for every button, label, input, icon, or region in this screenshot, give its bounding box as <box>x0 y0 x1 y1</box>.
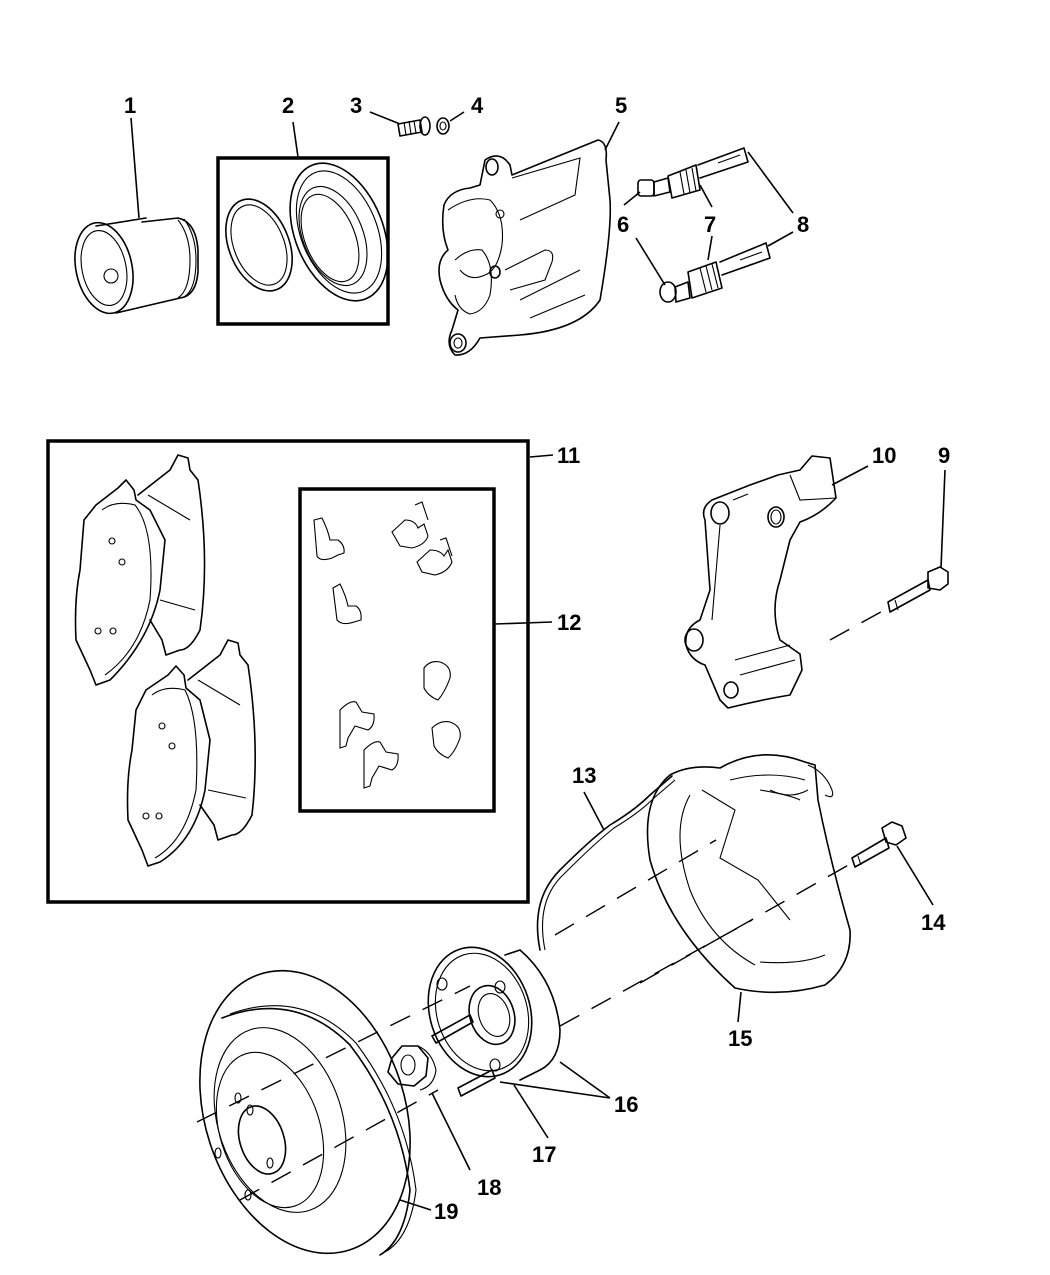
leader-line-8b <box>767 231 794 247</box>
callout-2[interactable]: 2 <box>282 93 294 118</box>
part-hub-nut[interactable] <box>387 1045 437 1091</box>
callout-17[interactable]: 17 <box>532 1142 556 1167</box>
callout-11[interactable]: 11 <box>557 443 580 468</box>
leader-line-18 <box>431 1092 471 1171</box>
part-wheel-speed-sensor[interactable] <box>536 775 809 951</box>
callout-4[interactable]: 4 <box>471 93 484 118</box>
part-guide-pin-upper[interactable] <box>637 147 749 199</box>
callout-16[interactable]: 16 <box>614 1092 638 1117</box>
part-piston-seal-kit[interactable] <box>213 149 407 326</box>
part-hub-bolt[interactable] <box>851 821 907 868</box>
axis-line-9 <box>829 607 889 641</box>
axis-line-stud-lower <box>239 1089 439 1201</box>
part-brake-rotor[interactable] <box>165 943 445 1275</box>
leader-line-17 <box>513 1084 549 1139</box>
part-caliper-adapter[interactable] <box>684 455 837 709</box>
part-bleeder-screw[interactable] <box>397 116 431 137</box>
callout-7[interactable]: 7 <box>704 212 716 237</box>
callout-14[interactable]: 14 <box>921 910 946 935</box>
callout-9[interactable]: 9 <box>938 443 950 468</box>
part-adapter-bolt[interactable] <box>887 566 949 613</box>
callout-1[interactable]: 1 <box>124 93 136 118</box>
axis-line-shield-lower <box>559 919 753 1027</box>
leader-line-16b <box>559 1061 611 1099</box>
leader-line-6a <box>623 191 641 206</box>
leader-line-2 <box>292 121 299 158</box>
leader-line-15 <box>737 991 742 1023</box>
leader-line-12 <box>494 621 553 625</box>
leader-line-19 <box>399 1199 432 1211</box>
callout-3[interactable]: 3 <box>350 93 362 118</box>
part-guide-pin-lower[interactable] <box>659 242 771 303</box>
leader-line-11 <box>529 454 554 458</box>
leader-line-7a <box>699 184 713 208</box>
callout-10[interactable]: 10 <box>872 443 896 468</box>
leader-line-16a <box>499 1081 611 1099</box>
axis-line-stud-upper <box>196 985 471 1123</box>
leader-line-5 <box>604 121 620 151</box>
axis-line-shield-upper <box>554 839 717 936</box>
leader-line-7b <box>707 235 713 261</box>
part-pad-clip-kit[interactable] <box>298 487 496 813</box>
part-caliper[interactable] <box>438 139 612 356</box>
leader-line-10 <box>831 465 869 486</box>
leader-line-8a <box>747 151 794 214</box>
leader-line-3 <box>369 111 401 125</box>
leader-line-1 <box>130 117 140 219</box>
axis-line-14 <box>639 862 853 984</box>
callout-13[interactable]: 13 <box>572 763 596 788</box>
callout-12[interactable]: 12 <box>557 610 581 635</box>
leader-line-9 <box>940 469 946 569</box>
leader-line-6b <box>635 237 666 286</box>
part-hub-bearing[interactable] <box>412 934 561 1097</box>
callout-18[interactable]: 18 <box>477 1175 501 1200</box>
callout-19[interactable]: 19 <box>434 1199 458 1224</box>
callout-8[interactable]: 8 <box>797 212 809 237</box>
part-brake-pad-kit[interactable] <box>46 439 530 904</box>
leader-line-4 <box>449 111 465 122</box>
part-caliper-piston[interactable] <box>67 217 199 319</box>
part-bleeder-cap[interactable] <box>436 117 450 135</box>
part-splash-shield[interactable] <box>646 754 851 994</box>
leader-line-14 <box>896 845 934 906</box>
callout-5[interactable]: 5 <box>615 93 627 118</box>
callout-15[interactable]: 15 <box>728 1026 752 1051</box>
leader-line-13 <box>583 791 605 831</box>
callout-6[interactable]: 6 <box>617 212 629 237</box>
